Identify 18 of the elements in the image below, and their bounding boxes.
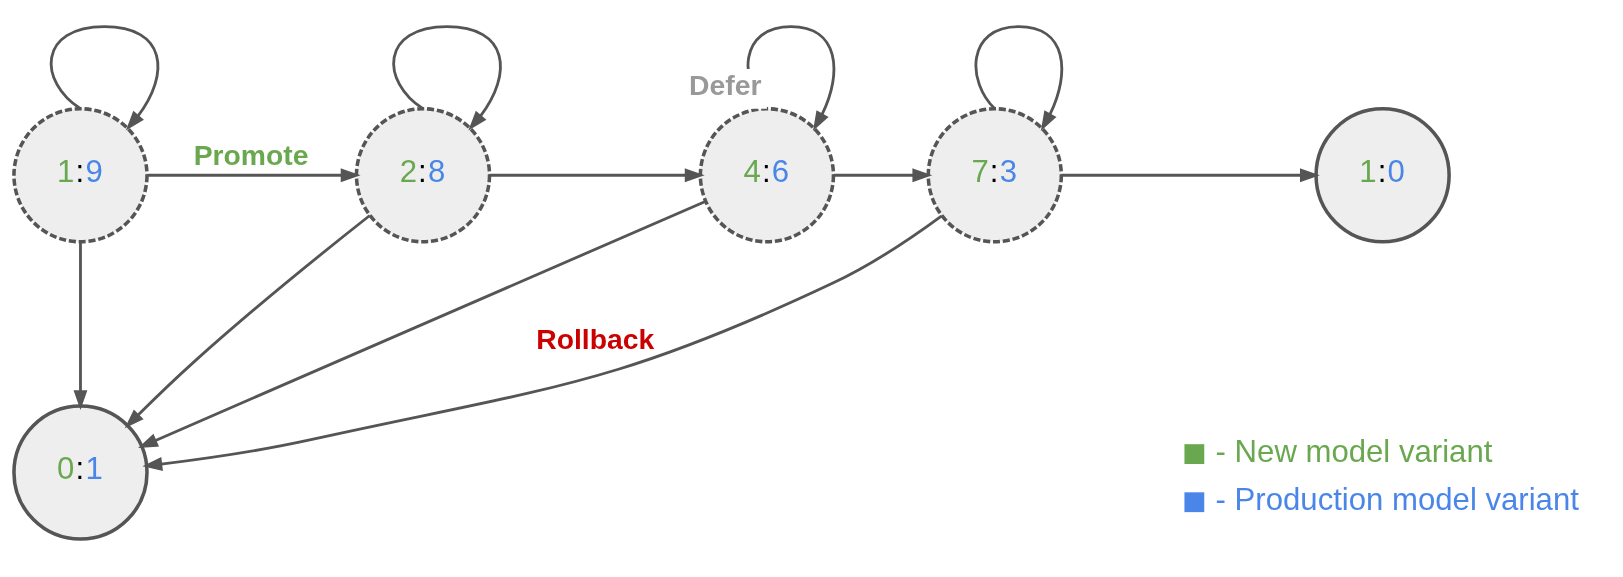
arrow: [489, 168, 705, 183]
arrow: [138, 200, 706, 449]
legend-label: - Production model variant: [1215, 482, 1579, 518]
edge-label: Promote: [193, 139, 309, 172]
arrow: [124, 214, 371, 429]
node-circle: 1:0: [1314, 107, 1451, 244]
arrow: [147, 168, 361, 183]
arrow: [1061, 168, 1320, 183]
legend-label: - New model variant: [1215, 434, 1493, 470]
arrow: [392, 25, 502, 131]
arrow: [73, 241, 88, 410]
edge-label: Rollback: [536, 323, 655, 356]
arrow: [974, 25, 1064, 131]
node-circle: 0:1: [12, 404, 149, 541]
arrow: [834, 168, 933, 183]
arrow: [49, 25, 160, 131]
arrow: [142, 214, 943, 471]
edge-label: Defer: [689, 68, 762, 101]
